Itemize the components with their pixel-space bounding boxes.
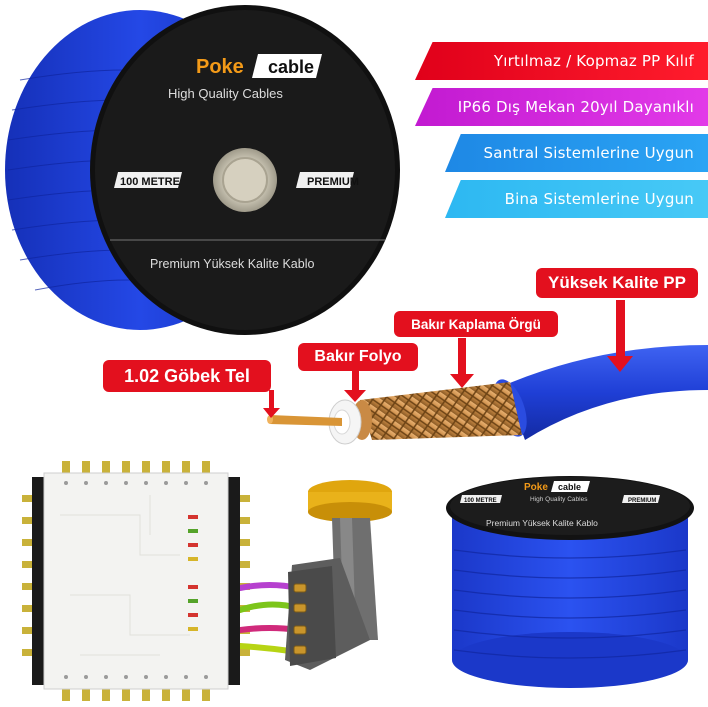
callout-outer-jacket: Yüksek Kalite PP bbox=[536, 268, 698, 298]
multiswitch-device bbox=[22, 461, 250, 701]
brand-name-left: Poke bbox=[196, 56, 244, 78]
cable-reel-small: Poke cable High Quality Cables 100 METRE… bbox=[446, 476, 694, 688]
lnb-device bbox=[240, 480, 392, 670]
feature-banner-building-systems: Bina Sistemlerine Uygun bbox=[445, 180, 708, 218]
small-brand-right: cable bbox=[558, 482, 581, 492]
small-brand-tagline: High Quality Cables bbox=[530, 496, 588, 503]
feature-banner-switch-systems: Santral Sistemlerine Uygun bbox=[445, 134, 708, 172]
cable-reel-large: Poke cable High Quality Cables 100 METRE… bbox=[5, 5, 400, 335]
length-label: 100 METRE bbox=[120, 176, 180, 188]
grade-label: PREMIUM bbox=[307, 176, 359, 188]
feature-banner-ip66: IP66 Dış Mekan 20yıl Dayanıklı bbox=[415, 88, 708, 126]
callout-core: 1.02 Göbek Tel bbox=[103, 360, 271, 392]
callout-foil: Bakır Folyo bbox=[298, 343, 418, 371]
callout-braid: Bakır Kaplama Örgü bbox=[394, 311, 558, 337]
small-length-label: 100 METRE bbox=[464, 498, 497, 504]
product-line-label: Premium Yüksek Kalite Kablo bbox=[150, 257, 314, 271]
arrow-braid-icon bbox=[450, 338, 474, 388]
arrow-core-icon bbox=[263, 390, 280, 418]
feature-label: Bina Sistemlerine Uygun bbox=[504, 190, 694, 208]
arrow-outer-icon bbox=[607, 300, 633, 372]
feature-label: Yırtılmaz / Kopmaz PP Kılıf bbox=[493, 52, 694, 70]
feature-label: Santral Sistemlerine Uygun bbox=[483, 144, 694, 162]
feature-banner-tear-proof: Yırtılmaz / Kopmaz PP Kılıf bbox=[415, 42, 708, 80]
feature-label: IP66 Dış Mekan 20yıl Dayanıklı bbox=[457, 98, 694, 116]
brand-name-right: cable bbox=[268, 57, 314, 77]
small-product-line: Premium Yüksek Kalite Kablo bbox=[486, 518, 598, 528]
arrow-foil-icon bbox=[344, 368, 366, 402]
brand-tagline: High Quality Cables bbox=[168, 86, 283, 101]
cable-cross-section bbox=[263, 300, 708, 445]
small-brand-left: Poke bbox=[524, 482, 548, 493]
small-grade-label: PREMIUM bbox=[628, 498, 656, 504]
